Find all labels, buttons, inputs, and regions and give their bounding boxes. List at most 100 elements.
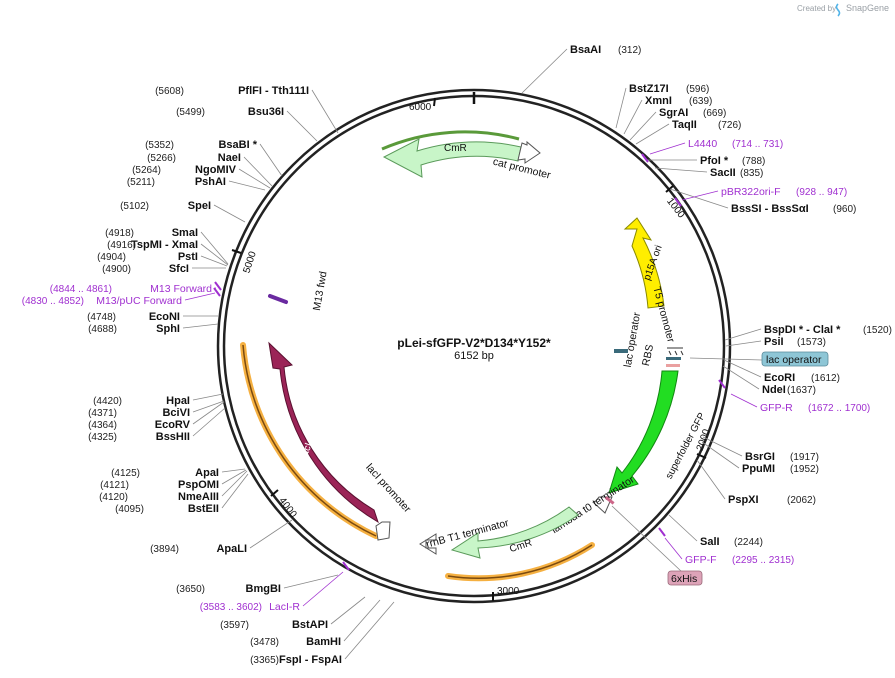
- primer-range: (928 .. 947): [796, 187, 847, 198]
- site-position: (1573): [797, 337, 826, 348]
- restriction-site-bsabi[interactable]: BsaBI *(5352): [145, 139, 283, 177]
- restriction-site-pfoi[interactable]: PfoI *(788): [648, 155, 765, 167]
- restriction-site-hpai[interactable]: HpaI(4420): [93, 393, 224, 407]
- restriction-site-sfci[interactable]: SfcI(4900): [102, 263, 226, 275]
- restriction-site-ecori[interactable]: EcoRI(1612): [723, 359, 840, 384]
- primer-binding-mark: [342, 561, 350, 571]
- lac-operator-inner-mark: [614, 349, 628, 353]
- restriction-site-ngomiv[interactable]: NgoMIV(5264): [132, 164, 271, 189]
- cmr-feature-top[interactable]: CmR: [381, 130, 522, 178]
- primer-range: (4844 .. 4861): [50, 284, 112, 295]
- primer-pbr322ori-f[interactable]: pBR322ori-F(928 .. 947): [674, 186, 847, 207]
- restriction-site-psii[interactable]: PsiI (1573): [725, 336, 826, 348]
- restriction-site-taqii[interactable]: TaqII(726): [635, 119, 741, 145]
- site-leader-line: [182, 323, 219, 329]
- restriction-site-nmeaiii[interactable]: NmeAIII(4120): [99, 470, 248, 503]
- restriction-site-bspdi-clai[interactable]: BspDI * - ClaI *(1520): [724, 324, 892, 341]
- restriction-site-bstz17i[interactable]: BstZ17I(596): [615, 83, 709, 129]
- primer-name: GFP-F: [685, 554, 717, 566]
- site-name: BsaAI: [570, 44, 601, 56]
- site-position: (1952): [790, 464, 819, 475]
- created-by-text: Created by: [797, 4, 836, 13]
- restriction-site-sphi[interactable]: SphI(4688): [88, 323, 219, 335]
- site-name: SgrAI: [659, 107, 688, 119]
- brand-name[interactable]: SnapGene: [846, 3, 889, 13]
- t5-promoter-glyph: [667, 347, 684, 356]
- restriction-site-spei[interactable]: SpeI(5102): [120, 200, 246, 223]
- site-position: (5608): [155, 86, 184, 97]
- six-his-box: [667, 570, 703, 586]
- cmr-top-label: CmR: [444, 143, 467, 154]
- restriction-site-econi[interactable]: EcoNI (4748): [87, 311, 218, 323]
- restriction-site-fspi-fspai[interactable]: FspI - FspAI(3365): [250, 601, 395, 666]
- site-leader-line: [311, 89, 339, 134]
- restriction-site-bcivi[interactable]: BciVI(4371): [88, 400, 225, 419]
- restriction-site-ndei[interactable]: NdeI(1637): [722, 365, 816, 396]
- site-leader-line: [629, 111, 657, 141]
- lac-operator-callout[interactable]: lac operator: [689, 351, 829, 367]
- primer-l4440[interactable]: L4440(714 .. 731): [641, 138, 783, 163]
- restriction-site-psti[interactable]: PstI(4904): [97, 251, 228, 267]
- restriction-site-sali[interactable]: SalI(2244): [668, 514, 763, 548]
- site-leader-line: [615, 87, 627, 129]
- cmr-feature-bottom[interactable]: CmR: [445, 506, 595, 582]
- restriction-site-bsu36i[interactable]: Bsu36I(5499): [176, 106, 318, 142]
- restriction-site-bsteii[interactable]: BstEII(4095): [115, 473, 249, 515]
- restriction-site-bmgbi[interactable]: BmgBI(3650): [176, 574, 339, 595]
- cmr-bottom-orf-bar: [447, 544, 593, 579]
- primer-laci-r[interactable]: LacI-R(3583 .. 3602): [200, 561, 350, 613]
- site-name: XmnI: [645, 95, 672, 107]
- restriction-site-ppumi[interactable]: PpuMI(1952): [701, 441, 819, 475]
- restriction-site-naei[interactable]: NaeI(5266): [147, 152, 273, 187]
- primer-binding-mark: [658, 527, 666, 537]
- primer-leader-line: [681, 190, 719, 201]
- restriction-site-pshai[interactable]: PshAI(5211): [127, 176, 266, 191]
- restriction-site-pspxi[interactable]: PspXI(2062): [696, 459, 816, 506]
- restriction-site-smai[interactable]: SmaI(4918): [105, 227, 229, 265]
- site-leader-line: [330, 596, 366, 625]
- restriction-site-tspmi-xmai[interactable]: TspMI - XmaI(4916): [107, 239, 229, 266]
- primer-gfp-f[interactable]: GFP-F(2295 .. 2315): [658, 527, 794, 566]
- t5-promoter-feature[interactable]: T5 promoter: [650, 285, 684, 356]
- site-name: EcoNI: [149, 311, 180, 323]
- site-name: PsiI: [764, 336, 784, 348]
- site-position: (669): [703, 108, 726, 119]
- laci-feature[interactable]: lacI: [240, 341, 379, 539]
- rbs-feature[interactable]: RBS: [640, 343, 680, 367]
- restriction-site-sacii[interactable]: SacII(835): [654, 167, 763, 179]
- restriction-site-xmni[interactable]: XmnI(639): [623, 95, 712, 135]
- primer-m13-forward[interactable]: M13 Forward(4844 .. 4861): [50, 281, 222, 295]
- plasmid-name: pLei-sfGFP-V2*D134*Y152*: [397, 336, 551, 350]
- site-name: SpeI: [188, 200, 211, 212]
- restriction-site-bsrgi[interactable]: BsrGI(1917): [702, 436, 819, 463]
- restriction-site-sgrai[interactable]: SgrAI (669): [629, 107, 726, 141]
- restriction-site-bsshii[interactable]: BssHII(4325): [88, 407, 226, 443]
- restriction-site-pflfi-tth111i[interactable]: PflFI - Tth111I(5608): [155, 85, 339, 134]
- site-leader-line: [200, 243, 229, 266]
- six-his-feature[interactable]: 6xHis: [604, 496, 703, 586]
- site-name: SacII: [710, 167, 736, 179]
- primer-range: (3583 .. 3602): [200, 602, 262, 613]
- restriction-site-pspomi[interactable]: PspOMI(4121): [100, 469, 247, 491]
- tick-4000-label: 4000: [276, 496, 298, 521]
- site-leader-line: [696, 459, 726, 500]
- restriction-site-ecorv[interactable]: EcoRV(4364): [88, 401, 225, 431]
- site-name: EcoRI: [764, 372, 795, 384]
- restriction-site-bsaai[interactable]: BsaAI(312): [521, 44, 641, 94]
- primer-gfp-r[interactable]: GFP-R(1672 .. 1700): [718, 379, 870, 414]
- restriction-site-apali[interactable]: ApaLI(3894): [150, 519, 293, 555]
- laci-promoter-feature[interactable]: lacI promoter: [363, 462, 413, 541]
- site-name: TspMI - XmaI: [131, 239, 198, 251]
- site-leader-line: [344, 601, 395, 660]
- m13-fwd-feature[interactable]: M13 fwd: [268, 270, 330, 312]
- site-leader-line: [654, 167, 708, 173]
- restriction-site-bamhi[interactable]: BamHI(3478): [250, 599, 381, 648]
- site-leader-line: [200, 231, 229, 265]
- restriction-site-bstapi[interactable]: BstAPI(3597): [220, 596, 366, 631]
- restriction-site-bsssi-bsss-i[interactable]: BssSI - BssSαI(960): [669, 188, 856, 215]
- restriction-site-apai[interactable]: ApaI(4125): [111, 467, 246, 479]
- lambda-t0-terminator-feature[interactable]: lambda t0 terminator: [549, 473, 637, 536]
- superfolder-gfp-feature[interactable]: superfolder GFP: [608, 370, 708, 494]
- site-position: (4748): [87, 312, 116, 323]
- primer-m13-puc-forward[interactable]: M13/pUC Forward(4830 .. 4852): [22, 287, 221, 307]
